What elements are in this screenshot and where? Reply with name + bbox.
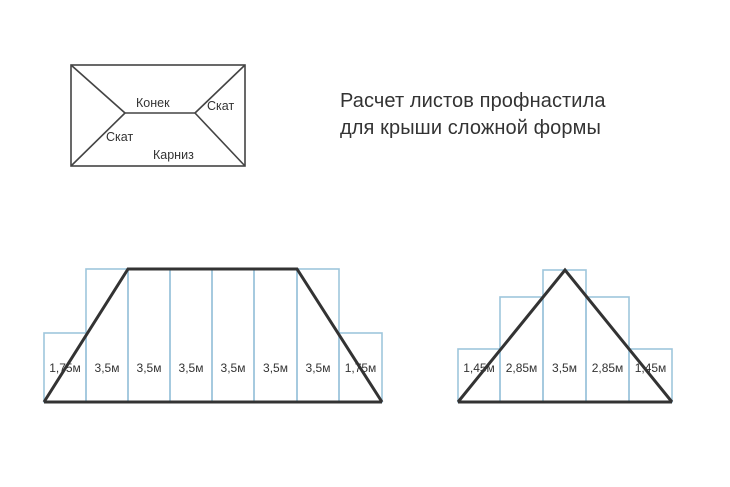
triangle-sheet-label-3: 3,5м [552, 361, 577, 375]
plan-label-slope-right: Скат [207, 99, 234, 113]
trapezoid-sheet-4 [169, 268, 213, 403]
trapezoid-sheet-label-7: 3,5м [306, 361, 331, 375]
plan-hip-top-left [70, 64, 126, 114]
trapezoid-sheet-7 [296, 268, 340, 403]
triangle-sheet-label-2: 2,85м [506, 361, 538, 375]
plan-hip-bottom-left [70, 112, 126, 167]
trapezoid-sheet-label-3: 3,5м [137, 361, 162, 375]
triangle-sheet-4 [585, 296, 630, 403]
plan-label-ridge: Конек [136, 96, 170, 110]
plan-hip-top-right [194, 64, 246, 114]
trapezoid-sheet-3 [127, 268, 171, 403]
plan-hip-bottom-right [194, 112, 246, 167]
triangle-roof-outline [456, 267, 674, 403]
trapezoid-sheet-label-4: 3,5м [179, 361, 204, 375]
plan-outline [70, 64, 246, 167]
roof-plan [70, 64, 246, 167]
triangle-sheet-label-4: 2,85м [592, 361, 624, 375]
plan-label-eave: Карниз [153, 148, 194, 162]
plan-label-slope-left: Скат [106, 130, 133, 144]
trapezoid-roof-outline [42, 267, 384, 403]
trapezoid-sheet-2 [85, 268, 129, 403]
title-line-1: Расчет листов профнастила [340, 90, 606, 112]
page-title: Расчет листов профнастила для крыши слож… [340, 88, 606, 142]
triangle-sheet-2 [499, 296, 544, 403]
trapezoid-sheet-label-2: 3,5м [95, 361, 120, 375]
trapezoid-sheet-label-6: 3,5м [263, 361, 288, 375]
trapezoid-sheet-5 [211, 268, 255, 403]
trapezoid-sheet-label-5: 3,5м [221, 361, 246, 375]
title-line-2: для крыши сложной формы [340, 117, 601, 139]
trapezoid-sheet-6 [253, 268, 298, 403]
